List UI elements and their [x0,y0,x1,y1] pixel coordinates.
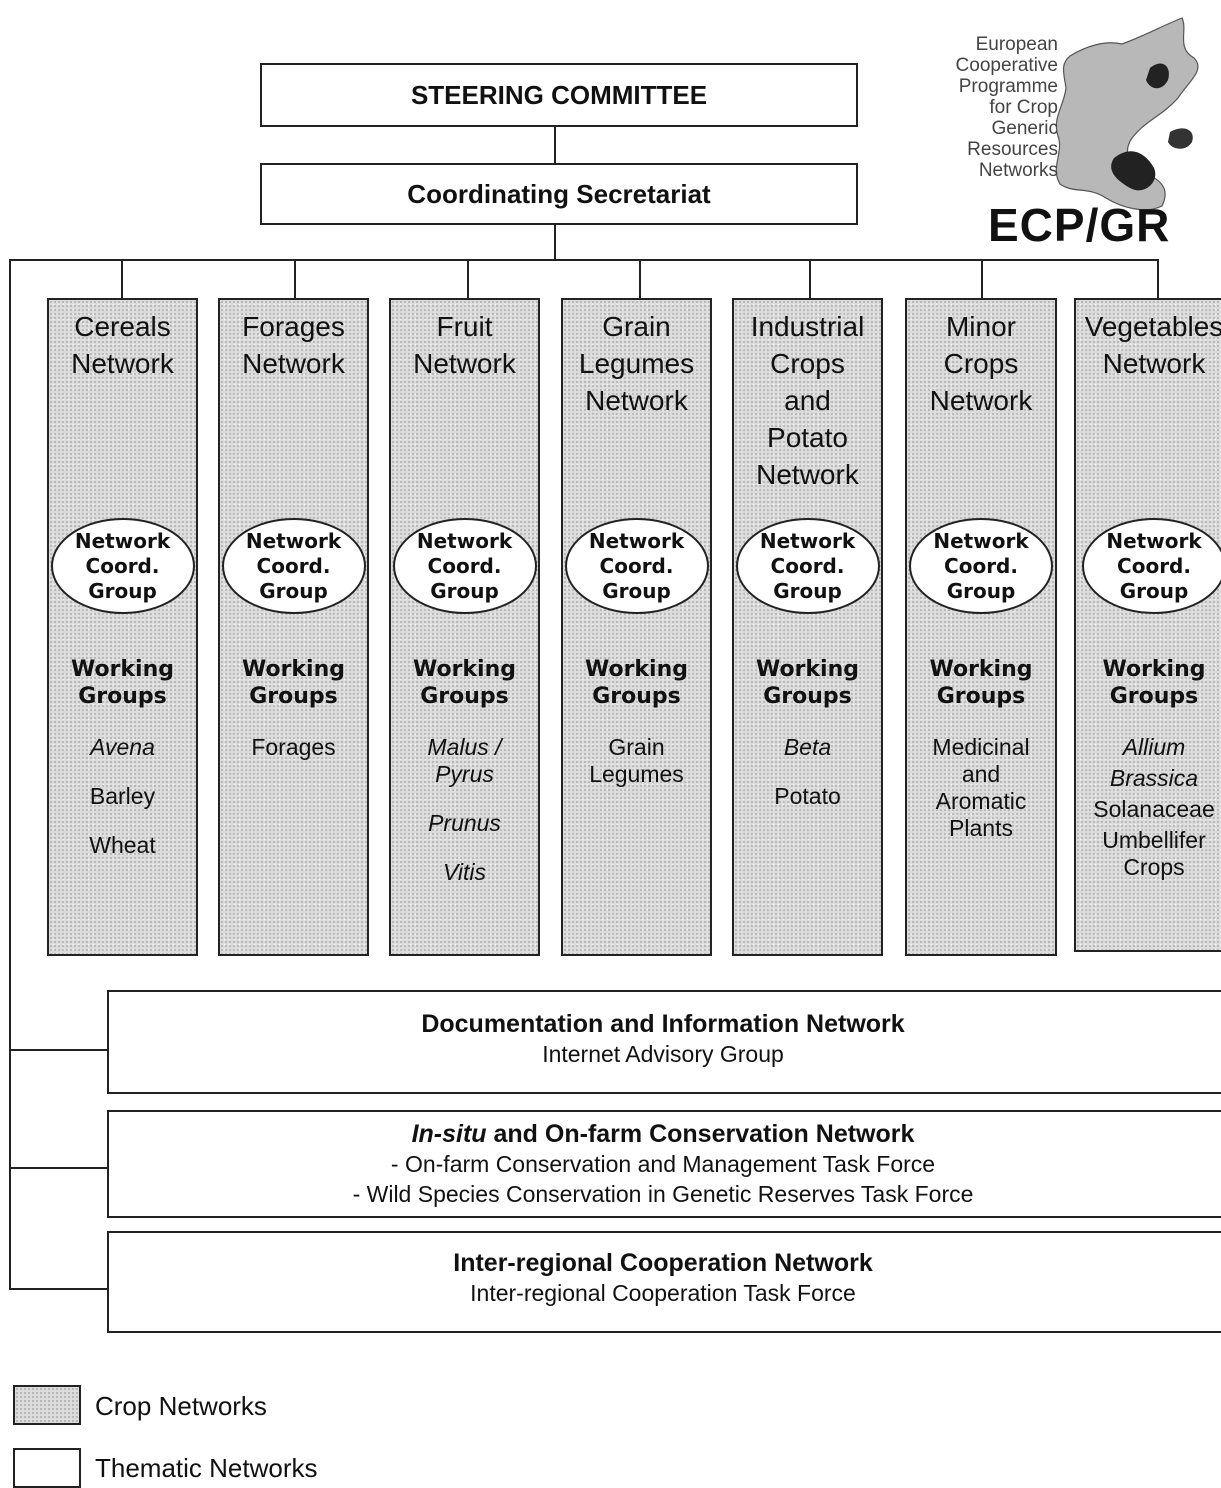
connector-line [9,1167,108,1169]
working-group-item: Wheat [89,832,156,858]
crop-network-title: Industrial Crops and Potato Network [750,311,865,490]
working-group-item: Beta [783,734,832,760]
network-coord-group-oval: Network Coord. Group [221,518,366,614]
logo-acronym: ECP/GR [988,199,1171,251]
network-coord-group-oval: Network Coord. Group [392,518,537,614]
working-group-item: Brassica [1109,765,1199,791]
europe-map-icon [1055,17,1199,211]
crop-network-legend-label: Crop Networks [95,1391,267,1421]
working-group-item: Grain Legumes [589,734,684,787]
insitu-network-title: In-situ and On-farm Conservation Network [411,1120,915,1148]
working-group-item: Potato [774,783,841,809]
connector-line [554,225,556,261]
working-groups-heading: Working Groups [755,657,860,709]
network-coord-group-oval: Network Coord. Group [735,518,880,614]
working-group-list: Grain Legumes [563,734,710,810]
working-group-item: Allium [1122,734,1186,760]
working-group-item: Prunus [428,810,501,836]
network-coord-group-oval: Network Coord. Group [50,518,195,614]
thematic-network-legend-swatch [13,1448,81,1488]
working-groups-heading: Working Groups [929,657,1033,709]
working-group-item: Vitis [442,859,487,885]
ecpgr-logo: European Cooperative Programme for Crop … [900,8,1218,251]
working-group-item: Avena [90,734,155,760]
connector-line [639,259,641,299]
insitu-network-taskforce: - On-farm Conservation and Management Ta… [390,1151,936,1177]
working-groups-heading: Working Groups [584,657,689,709]
network-coord-group-oval: Network Coord. Group [909,518,1053,614]
interregional-network-title: Inter-regional Cooperation Network [453,1249,873,1277]
steering-committee-box: STEERING COMMITTEE [260,63,858,127]
working-group-list: Forages [220,734,367,783]
insitu-network-taskforce: - Wild Species Conservation in Genetic R… [352,1181,974,1207]
connector-line [9,1288,108,1290]
coordinating-secretariat-box: Coordinating Secretariat [260,163,858,225]
crop-network-title: Cereals Network [71,311,174,379]
bus-line [9,259,1159,261]
connector-line [467,259,469,299]
crop-network-title: Forages Network [242,311,345,379]
connector-line [1157,259,1159,299]
crop-network-title: Grain Legumes Network [578,311,695,416]
left-trunk-line [9,259,11,1290]
connector-line [294,259,296,299]
connector-line [809,259,811,299]
working-group-item: Umbellifer Crops [1102,827,1206,880]
network-coord-group-oval: Network Coord. Group [564,518,709,614]
interregional-network-taskforce: Inter-regional Cooperation Task Force [470,1280,856,1306]
working-group-list: Medicinal and Aromatic Plants [907,734,1055,864]
connector-line [981,259,983,299]
working-group-item: Malus / Pyrus [427,734,502,787]
crop-network-legend-swatch [13,1385,81,1425]
working-groups-heading: Working Groups [412,657,517,709]
documentation-network-title: Documentation and Information Network [421,1010,905,1038]
working-group-item: Medicinal and Aromatic Plants [932,734,1030,841]
crop-network-title: Vegetables Network [1084,311,1221,379]
working-groups-heading: Working Groups [241,657,346,709]
network-coord-group-oval: Network Coord. Group [1082,518,1221,614]
working-groups-heading: Working Groups [70,657,175,709]
working-group-item: Solanaceae [1093,796,1215,822]
interregional-network-box: Inter-regional Cooperation Network Inter… [107,1231,1221,1333]
thematic-network-legend-label: Thematic Networks [95,1453,318,1483]
logo-text: European Cooperative Programme for Crop … [955,34,1058,181]
working-group-item: Forages [251,734,336,760]
connector-line [121,259,123,299]
steering-committee-label: STEERING COMMITTEE [410,79,708,110]
working-groups-heading: Working Groups [1102,657,1206,709]
insitu-network-box: In-situ and On-farm Conservation Network… [107,1110,1221,1218]
crop-network-title: Fruit Network [413,311,516,379]
working-group-item: Barley [89,783,156,809]
coordinating-secretariat-label: Coordinating Secretariat [407,178,711,209]
documentation-network-box: Documentation and Information Network In… [107,990,1221,1094]
documentation-network-subgroup: Internet Advisory Group [542,1041,784,1067]
crop-network-title: Minor Crops Network [929,311,1033,416]
connector-line [9,1049,108,1051]
connector-line [554,127,556,163]
